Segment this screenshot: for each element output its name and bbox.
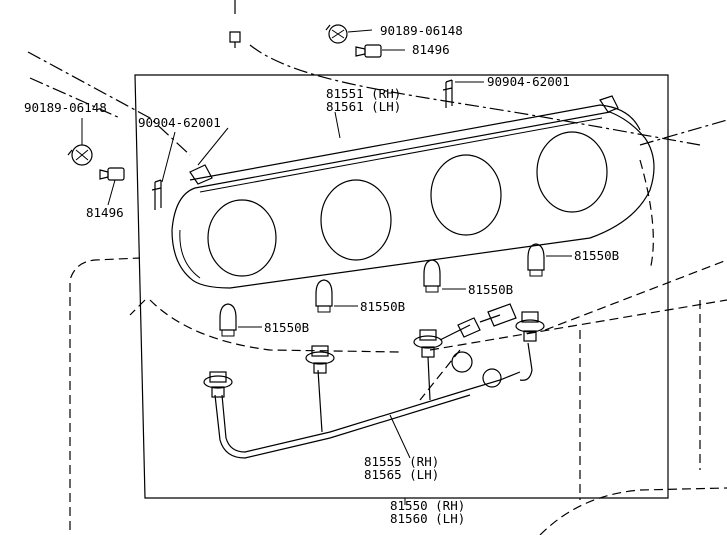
bulb-socket-icon-left <box>99 167 125 181</box>
bracket-icon <box>442 79 453 108</box>
part-number-bulb-1: 81550B <box>264 320 309 335</box>
part-number-bulb-socket-left: 81496 <box>86 205 124 220</box>
part-number-screw-left: 90189-06148 <box>24 100 107 115</box>
part-number-bulb-3: 81550B <box>468 282 513 297</box>
socket-icon-4 <box>515 311 545 342</box>
bulb-icon-1 <box>219 303 237 337</box>
clip-icon <box>229 31 241 48</box>
bulb-icon-2 <box>315 279 333 313</box>
part-number-assy-rh: 81550 (RH) <box>390 498 465 513</box>
part-number-bulb-socket: 81496 <box>412 42 450 57</box>
lamp-lens-1 <box>207 199 277 277</box>
part-number-bracket: 90904-62001 <box>487 74 570 89</box>
lamp-lens-3 <box>430 154 502 236</box>
part-number-assy-lh: 81560 (LH) <box>390 511 465 526</box>
part-number-bulb-4: 81550B <box>574 248 619 263</box>
part-number-lens-lh: 81561 (LH) <box>326 99 401 114</box>
socket-icon-2 <box>305 345 335 374</box>
lamp-lens-2 <box>320 179 392 261</box>
part-number-bracket-left: 90904-62001 <box>138 115 221 130</box>
assembly-frame <box>134 74 669 499</box>
socket-icon-1 <box>203 371 233 398</box>
vehicle-body-outline <box>27 0 727 535</box>
connector-icon <box>451 303 517 388</box>
bulb-icon-3 <box>423 259 441 293</box>
part-number-bulb-2: 81550B <box>360 299 405 314</box>
screw-icon <box>325 24 348 44</box>
part-number-wire-rh: 81555 (RH) <box>364 454 439 469</box>
part-number-lens-rh: 81551 (RH) <box>326 86 401 101</box>
part-number-wire-lh: 81565 (LH) <box>364 467 439 482</box>
bulb-icon-4 <box>527 243 545 277</box>
lamp-housing <box>171 95 655 289</box>
bulb-socket-icon <box>355 44 382 58</box>
lamp-lens-4 <box>536 131 608 213</box>
bracket-icon-left <box>151 179 162 210</box>
socket-icon-3 <box>413 329 443 358</box>
wiring-harness <box>214 314 533 459</box>
part-number-screw: 90189-06148 <box>380 23 463 38</box>
screw-icon-left <box>67 144 93 166</box>
